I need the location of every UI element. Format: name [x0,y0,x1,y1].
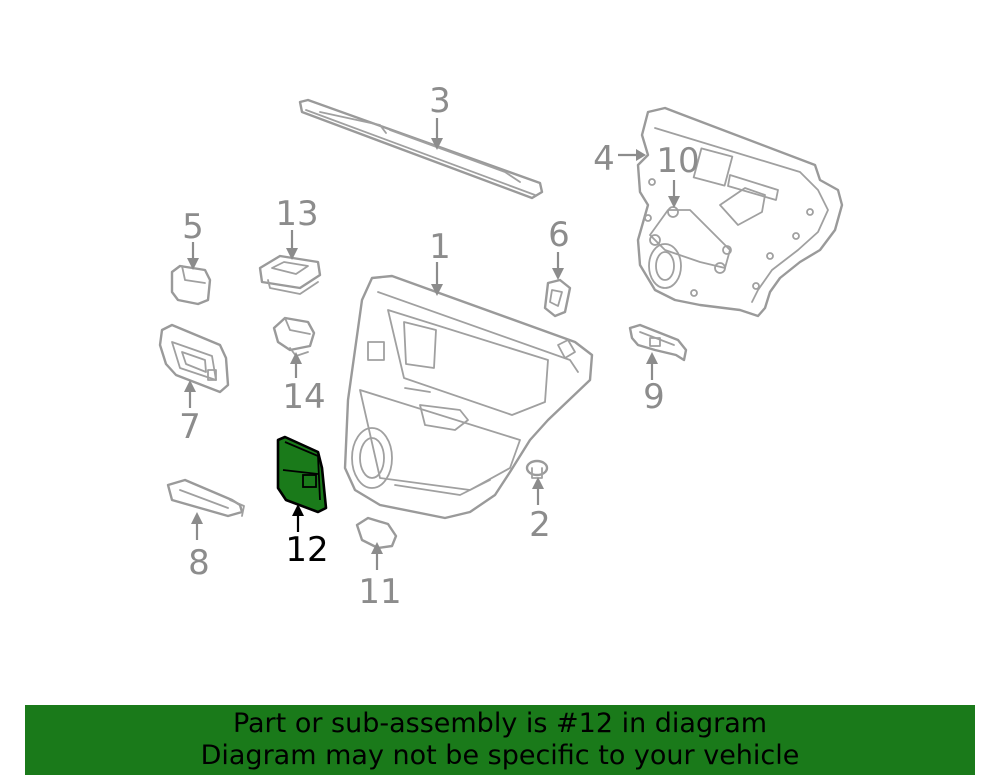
callout-2: 2 [529,505,551,545]
parts-diagram: 1 2 3 4 5 6 7 8 9 10 11 12 13 14 [158,81,844,612]
callout-10: 10 [656,141,699,181]
leader-arrows [184,118,680,570]
callout-3: 3 [429,81,451,121]
part-12-pocket-panel[interactable] [276,435,328,514]
part-4-door-frame[interactable] [636,106,844,318]
banner-line-2: Diagram may not be specific to your vehi… [200,740,800,771]
part-7-handle-bezel[interactable] [158,323,230,394]
part-5-clip[interactable] [170,264,212,306]
callout-5: 5 [182,207,204,247]
part-1-door-trim-panel[interactable] [343,274,594,520]
part-3-weatherstrip[interactable] [298,98,544,200]
callout-12: 12 [285,530,328,570]
part-13-switch-bezel[interactable] [258,254,322,295]
callout-13: 13 [275,194,318,234]
callout-6: 6 [548,215,570,255]
callout-labels: 1 2 3 4 5 6 7 8 9 10 11 12 13 14 [179,81,699,612]
callout-14: 14 [282,377,325,417]
part-6-clip[interactable] [543,278,572,318]
part-2-fastener[interactable] [525,459,549,479]
callout-11: 11 [358,572,401,612]
callout-9: 9 [643,377,665,417]
part-9-bracket[interactable] [628,323,688,362]
callout-8: 8 [188,543,210,583]
part-14-switch[interactable] [272,316,316,357]
callout-7: 7 [179,407,201,447]
callout-1: 1 [429,227,451,267]
banner-line-1: Part or sub-assembly is #12 in diagram [232,708,768,739]
part-8-pull-handle[interactable] [166,478,245,518]
part-11-plug[interactable] [355,516,398,550]
info-banner: Part or sub-assembly is #12 in diagram D… [25,705,975,775]
callout-4: 4 [593,139,615,179]
